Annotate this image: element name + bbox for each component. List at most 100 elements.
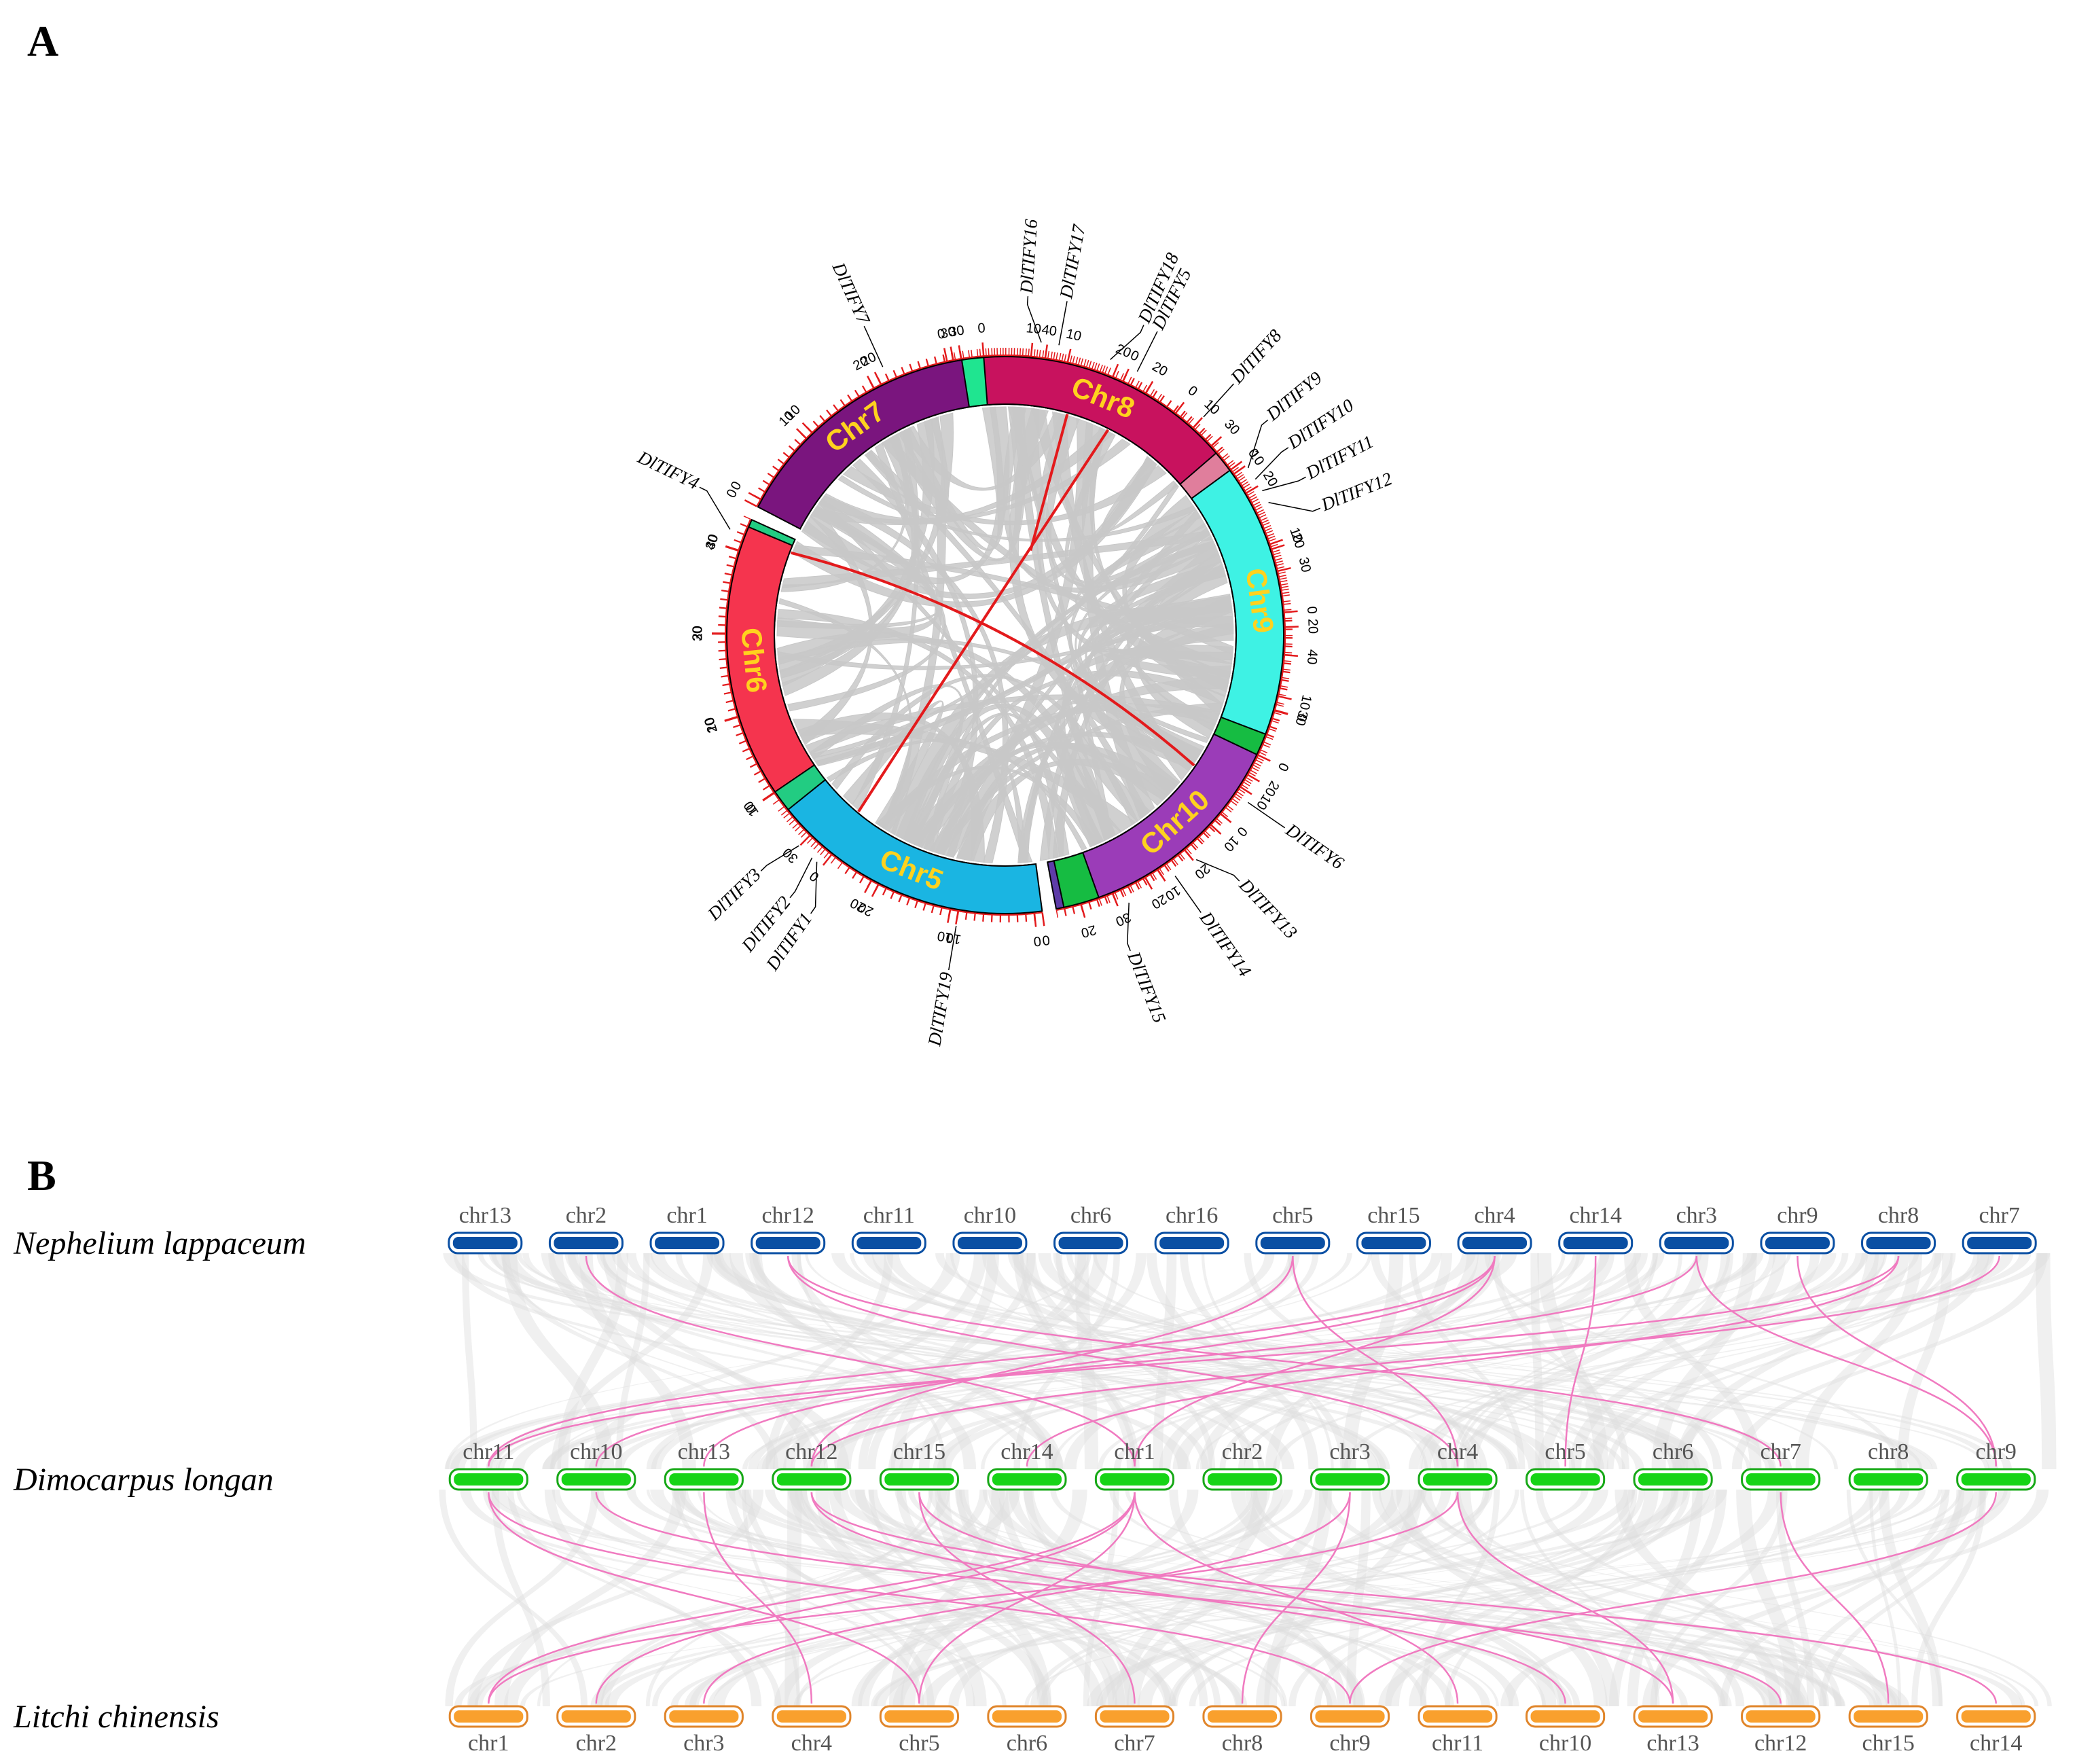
synteny-background-link [907,1490,1805,1706]
tick-mark [882,888,886,895]
tick-mark [783,452,790,458]
tick-mark [833,404,839,411]
tick-mark [1246,776,1253,782]
synteny-background-link [1911,1490,1987,1706]
duplicated-gene-link [857,429,1110,813]
tick-axis [756,358,962,507]
chromosome-block [983,356,1217,486]
tick-mark [1231,798,1239,804]
tick-mark [1072,356,1075,364]
tick-mark [1127,376,1132,384]
synteny-background-link [474,1490,1313,1706]
synteny-background-link [444,1253,1476,1469]
synteny-background-link [805,1253,1677,1469]
synteny-background-link [1055,1253,1216,1469]
synteny-background-link [494,1490,687,1706]
tick-mark [813,843,819,850]
synteny-background-link [650,1253,1709,1469]
tick-mark [795,825,801,832]
chromosome-bar-label: chr9 [1777,1203,1818,1228]
synteny-background-link [462,1253,477,1469]
tick-mark [826,409,832,416]
synteny-background-link [1445,1490,1638,1706]
synteny-background-link [1030,1490,1490,1706]
synteny-background-link [537,1490,951,1706]
tick-mark [1261,519,1269,524]
tick-mark [729,556,737,559]
ortholog-link [1780,1492,1890,1704]
synteny-background-link [988,1490,1519,1706]
tick-mark [1240,479,1248,484]
tick-mark [1267,535,1276,539]
circos-synteny-ribbon [777,632,1117,842]
tick-mark [1020,348,1022,356]
tick-mark [1096,363,1100,372]
tick-mark [1244,486,1252,492]
tick-mark [1104,366,1108,374]
tick-mark [1153,391,1158,398]
chromosome-bar-fill [1638,1710,1708,1723]
synteny-background-link [1007,1253,1701,1469]
ortholog-link [810,1255,1294,1467]
ortholog-link [595,1255,1698,1467]
synteny-chromosome-chr3: chr3 [1310,1439,1390,1491]
chromosome-bar-label: chr13 [1646,1731,1699,1756]
ortholog-link [810,1255,2000,1467]
tick-mark [948,909,951,917]
tick-mark [1200,429,1207,436]
ortholog-link [703,1492,813,1704]
synteny-background-link [1255,1490,1423,1706]
synteny-background-link [1642,1490,1974,1706]
synteny-background-link [445,1490,599,1706]
synteny-background-link [1520,1490,1660,1706]
tick-label: 30 [948,323,965,340]
synteny-background-link [557,1253,629,1469]
synteny-background-link [2036,1253,2057,1469]
synteny-background-link [794,1490,1288,1706]
tick-mark [1237,473,1244,480]
tick-mark [768,472,775,478]
synteny-background-link [863,1253,1999,1469]
species-label: Dimocarpus longan [13,1462,274,1498]
tick-label: 0 [1304,606,1320,615]
tick-mark [772,799,780,805]
tick-mark [1274,709,1288,715]
tick-mark [1088,361,1092,369]
synteny-background-link [1535,1490,1842,1706]
tick-mark [778,458,784,465]
chromosome-bar-fill [1422,1473,1493,1486]
tick-mark [794,439,801,445]
chromosome-bar-fill [856,1237,922,1249]
synteny-background-link [1288,1490,1679,1706]
synteny-background-link [1775,1490,1814,1706]
synteny-chromosome-chr9: chr9 [1956,1439,2036,1491]
synteny-background-link [937,1490,1767,1706]
synteny-chromosome-chr14: chr14 [987,1439,1067,1491]
chromosome-bar-fill [957,1237,1022,1249]
chromosome-bar-fill [1462,1237,1528,1249]
synteny-chromosome-chr3: chr3 [664,1705,744,1756]
synteny-background-link [626,1490,1846,1706]
synteny-background-link [491,1490,550,1706]
synteny-background-link [1250,1490,1726,1706]
tick-mark [982,914,984,922]
tick-mark [1144,877,1153,890]
gene-leader-line [760,845,799,871]
synteny-background-link [801,1490,1333,1706]
tick-mark [1269,539,1283,545]
synteny-chromosome-chr15: chr15 [1356,1203,1431,1255]
synteny-background-link [729,1253,1063,1469]
tick-mark [1229,462,1235,468]
tick-mark [1149,874,1155,882]
synteny-background-link [1097,1253,1867,1469]
synteny-chromosome-chr5: chr5 [1526,1439,1606,1491]
circos-synteny-ribbon [1101,456,1178,533]
synteny-background-link [710,1253,1517,1469]
synteny-background-link [697,1490,1499,1706]
tick-mark [738,740,746,744]
tick-mark [1091,361,1095,370]
chromosome-bar-label: chr11 [863,1203,915,1228]
tick-mark [1159,395,1165,403]
tick-mark [1263,525,1271,529]
synteny-chromosome-chr6: chr6 [1053,1203,1129,1255]
